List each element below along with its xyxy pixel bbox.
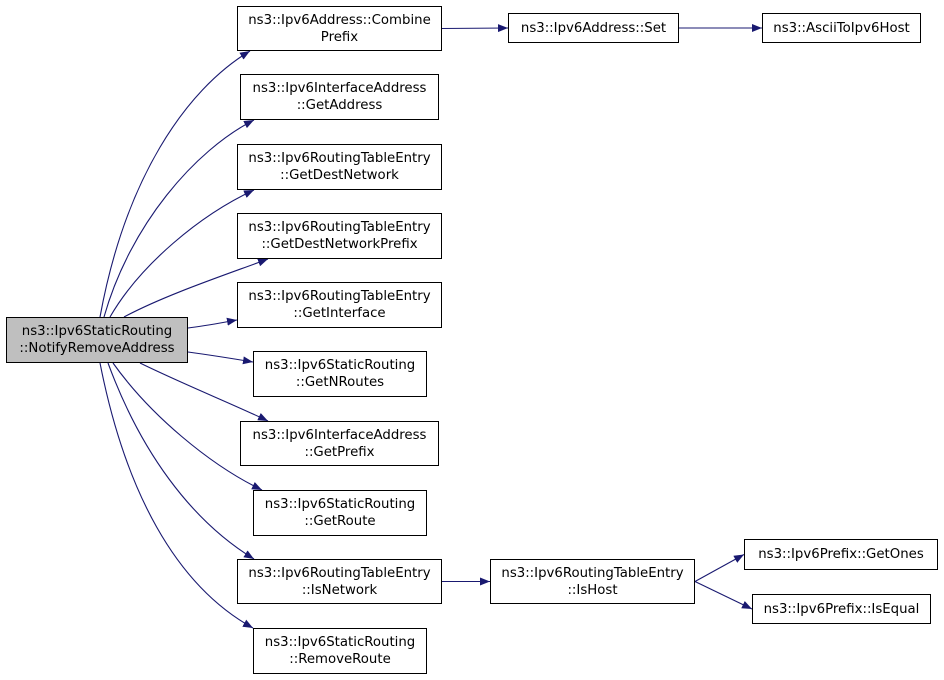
- node-label-line: ::GetPrefix: [304, 444, 375, 460]
- call-edge-rte-is-host-to-prefix-is-equal: [694, 581, 753, 610]
- call-edge-root-to-sr-remove-route: [99, 362, 254, 629]
- node-label-line: ::GetRoute: [304, 514, 376, 529]
- node-label-line: ::GetDestNetworkPrefix: [261, 237, 418, 252]
- call-edge-root-to-iface-get-prefix: [139, 362, 269, 422]
- node-label-line: ns3::Ipv6Prefix::GetOnes: [758, 547, 924, 562]
- node-label-line: Prefix: [320, 29, 359, 45]
- call-edge-rte-is-host-to-prefix-get-ones: [694, 554, 745, 582]
- node-ipv6prefix-getones[interactable]: ns3::Ipv6Prefix::GetOnes: [744, 539, 938, 570]
- node-label-line: ns3::Ipv6RoutingTableEntry: [248, 151, 431, 166]
- node-label-line: ::IsNetwork: [301, 582, 378, 598]
- node-ipv6interfaceaddress-getprefix[interactable]: ns3::Ipv6InterfaceAddress ::GetPrefix: [240, 421, 439, 466]
- node-ipv6staticrouting-removeroute[interactable]: ns3::Ipv6StaticRouting ::RemoveRoute: [253, 628, 427, 674]
- node-label-line: ::GetInterface: [293, 306, 386, 321]
- node-ipv6staticrouting-getnroutes[interactable]: ns3::Ipv6StaticRouting ::GetNRoutes: [253, 351, 427, 397]
- call-edge-root-to-rte-is-network: [107, 362, 255, 560]
- node-label-line: ns3::Ipv6InterfaceAddress: [252, 81, 427, 96]
- node-ipv6routingtableentry-getdestnetworkprefix[interactable]: ns3::Ipv6RoutingTableEntry ::GetDestNetw…: [237, 213, 442, 259]
- node-ipv6address-combineprefix[interactable]: ns3::Ipv6Address::Combine Prefix: [237, 6, 442, 51]
- node-label-line: ns3::Ipv6RoutingTableEntry: [248, 565, 431, 581]
- call-edge-root-to-rte-get-interface: [187, 317, 238, 329]
- node-label-line: ns3::Ipv6Address::Set: [520, 20, 667, 36]
- node-label-line: ns3::Ipv6RoutingTableEntry: [501, 565, 684, 581]
- node-ipv6routingtableentry-isnetwork[interactable]: ns3::Ipv6RoutingTableEntry ::IsNetwork: [237, 559, 442, 604]
- node-label-line: ::RemoveRoute: [289, 652, 391, 667]
- node-label-line: ns3::Ipv6StaticRouting: [21, 324, 173, 339]
- call-edge-root-to-combine-prefix: [99, 50, 251, 318]
- node-label-line: ns3::Ipv6RoutingTableEntry: [248, 289, 431, 304]
- call-edge-root-to-rte-get-dest-network-prefix: [123, 258, 269, 318]
- node-label-line: ns3::AsciiToIpv6Host: [773, 20, 910, 36]
- node-ipv6interfaceaddress-getaddress[interactable]: ns3::Ipv6InterfaceAddress ::GetAddress: [240, 74, 439, 120]
- node-label-line: ns3::Ipv6StaticRouting: [264, 358, 416, 373]
- node-label-line: ns3::Ipv6Prefix::IsEqual: [763, 601, 920, 617]
- node-label-line: ns3::Ipv6RoutingTableEntry: [248, 220, 431, 235]
- node-label-line: ns3::Ipv6StaticRouting: [264, 497, 416, 512]
- call-edge-root-to-rte-get-dest-network: [109, 189, 255, 318]
- node-label-line: ns3::Ipv6Address::Combine: [248, 12, 431, 28]
- node-label-line: ns3::Ipv6StaticRouting: [264, 635, 416, 650]
- node-label-line: ::GetNRoutes: [295, 375, 385, 390]
- node-ipv6staticrouting-notifyremoveaddress[interactable]: ns3::Ipv6StaticRouting ::NotifyRemoveAdd…: [6, 317, 188, 363]
- node-ipv6routingtableentry-ishost[interactable]: ns3::Ipv6RoutingTableEntry ::IsHost: [490, 559, 695, 604]
- node-label-line: ::IsHost: [567, 582, 618, 598]
- node-ipv6routingtableentry-getinterface[interactable]: ns3::Ipv6RoutingTableEntry ::GetInterfac…: [237, 282, 442, 328]
- call-edge-root-to-iface-get-address: [103, 119, 255, 318]
- node-label-line: ::NotifyRemoveAddress: [19, 341, 175, 356]
- node-ipv6address-set[interactable]: ns3::Ipv6Address::Set: [508, 13, 679, 43]
- node-asciitoipv6host[interactable]: ns3::AsciiToIpv6Host: [762, 13, 921, 43]
- call-edge-combine-prefix-to-address-set: [441, 24, 509, 33]
- node-ipv6staticrouting-getroute[interactable]: ns3::Ipv6StaticRouting ::GetRoute: [253, 490, 427, 536]
- node-label-line: ::GetDestNetwork: [280, 168, 399, 183]
- node-ipv6prefix-isequal[interactable]: ns3::Ipv6Prefix::IsEqual: [752, 594, 931, 624]
- call-edge-root-to-sr-get-route: [112, 362, 263, 491]
- node-label-line: ns3::Ipv6InterfaceAddress: [252, 427, 427, 443]
- node-ipv6routingtableentry-getdestnetwork[interactable]: ns3::Ipv6RoutingTableEntry ::GetDestNetw…: [237, 144, 442, 190]
- call-edge-root-to-sr-get-nroutes: [187, 351, 254, 365]
- node-label-line: ::GetAddress: [296, 98, 383, 113]
